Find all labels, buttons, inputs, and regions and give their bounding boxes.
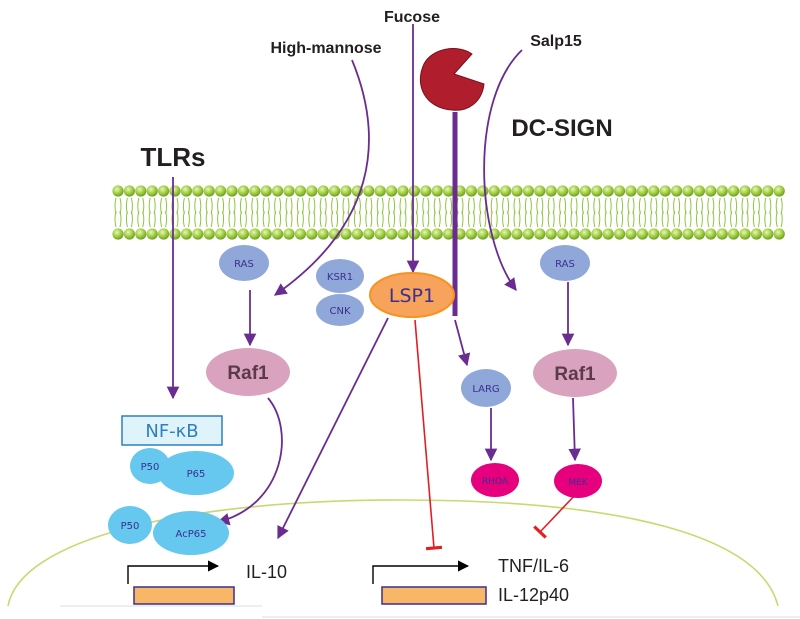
- svg-text:Raf1: Raf1: [554, 364, 596, 385]
- raf1-left-to-acp65-arrow: [216, 397, 283, 526]
- mek-inhibits-tnf-line: [533, 492, 578, 539]
- svg-text:RHOA: RHOA: [482, 477, 509, 487]
- svg-text:LSP1: LSP1: [389, 285, 435, 307]
- svg-text:RAS: RAS: [234, 259, 254, 270]
- svg-text:CNK: CNK: [329, 306, 350, 317]
- salp15-arrow: [483, 49, 523, 292]
- il10-gene: [127, 560, 235, 605]
- larg-node: LARG: [461, 369, 511, 407]
- ras-right-node: RAS: [540, 245, 590, 281]
- raf1-right-node: Raf1: [533, 349, 617, 397]
- svg-text:NF-κB: NF-κB: [145, 421, 198, 442]
- nfkb-box: NF-κB: [121, 415, 223, 446]
- mek-node: MEK: [554, 464, 602, 498]
- p50-acp65-complex: P50 AcP65: [108, 506, 229, 555]
- cnk-node: CNK: [316, 294, 364, 326]
- high-mannose-label: High-mannose: [270, 40, 381, 57]
- il12p40-label: IL-12p40: [498, 585, 569, 605]
- p50-p65-complex: P50 P65: [130, 448, 234, 495]
- svg-text:LARG: LARG: [472, 384, 499, 395]
- salp15-label: Salp15: [530, 33, 582, 50]
- cell-membrane: [112, 185, 785, 240]
- dc-sign-label: DC-SIGN: [511, 115, 612, 142]
- il10-label: IL-10: [246, 562, 287, 582]
- raf1-left-node: Raf1: [206, 348, 290, 396]
- svg-text:MEK: MEK: [568, 478, 588, 488]
- fucose-label: Fucose: [384, 9, 440, 26]
- nucleus-outline: [7, 499, 779, 607]
- svg-text:Raf1: Raf1: [227, 363, 269, 384]
- svg-text:KSR1: KSR1: [327, 272, 353, 283]
- lsp1-to-il10-arrow: [277, 317, 389, 540]
- dc-sign-receptor: [419, 48, 485, 316]
- ksr1-node: KSR1: [316, 259, 364, 293]
- raf1-right-to-mek-arrow: [568, 397, 581, 462]
- svg-text:P50: P50: [141, 462, 160, 473]
- high-mannose-arrow: [273, 59, 370, 296]
- tlrs-label: TLRs: [141, 142, 206, 172]
- tnf-il6-label: TNF/IL-6: [498, 556, 569, 576]
- svg-text:AcP65: AcP65: [176, 529, 207, 540]
- svg-text:P50: P50: [121, 521, 140, 532]
- ras-left-node: RAS: [219, 245, 269, 281]
- dc-sign-to-larg-arrow: [454, 319, 471, 367]
- svg-text:RAS: RAS: [555, 259, 575, 270]
- svg-text:P65: P65: [187, 469, 206, 480]
- rhoa-node: RHOA: [471, 463, 519, 497]
- lsp1-node: LSP1: [369, 272, 455, 318]
- lsp1-inhibits-tnf-line: [414, 319, 443, 551]
- tnf-gene: [372, 560, 487, 605]
